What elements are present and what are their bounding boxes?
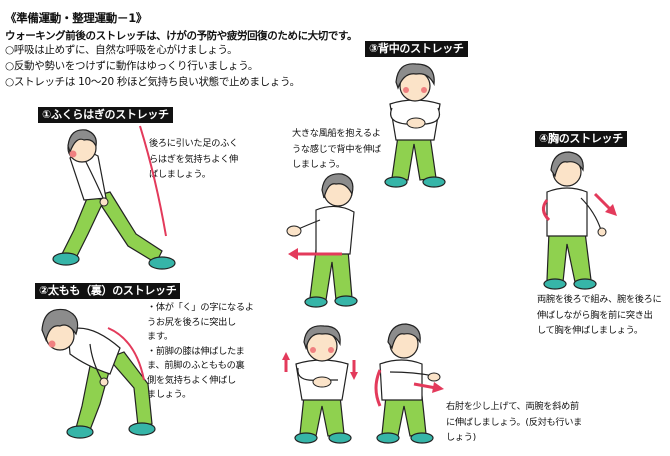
desc-line: ましょう。 — [147, 389, 191, 400]
back-stretch-side-illustration — [286, 173, 358, 308]
desc-line: うお尻を後ろに突出し — [147, 316, 236, 328]
chest-stretch-illustration — [542, 151, 617, 290]
bullet-3: ○ストレッチは 10～20 秒ほど気持ち良い状態で止めましょう。 — [5, 76, 300, 88]
desc-line: して胸を伸ばしましょう。 — [537, 325, 643, 336]
back-stretch-front-illustration — [384, 63, 446, 188]
shoulder-stretch-side-illustration — [374, 323, 444, 444]
desc-line: うな感じで背中を伸ば — [292, 143, 381, 155]
desc-line: 大きな風船を抱えるよ — [292, 128, 381, 139]
chest-stretch-description: 両腕を後ろで組み、腕を後ろに 伸ばしながら胸を前に突き出 して胸を伸ばしましょう… — [537, 292, 662, 339]
page-title: 《準備運動・整理運動－1》 — [5, 11, 148, 25]
thigh-stretch-illustration — [41, 308, 156, 439]
bullet-1: ○呼吸は止めずに、自然な呼吸を心がけましょう。 — [5, 44, 238, 56]
desc-line: 伸ばしながら胸を前に突き出 — [537, 309, 653, 321]
desc-line: 右肘を少し上げて、両腕を斜め前 — [446, 401, 579, 412]
calf-stretch-description: 後ろに引いた足のふく らはぎを気持ちよく伸 ばしましょう。 — [149, 136, 238, 183]
thigh-stretch-description: ・体が「く」の字になるよ うお尻を後ろに突出し ます。 ・前脚の膝は伸ばしたま … — [147, 301, 254, 403]
thigh-stretch-label: ②太もも（裏）のストレッチ — [35, 283, 181, 299]
calf-stretch-illustration — [52, 125, 176, 270]
chest-stretch-label: ④胸のストレッチ — [535, 131, 627, 147]
page-subtitle: ウォーキング前後のストレッチは、けがの予防や疲労回復のために大切です。 — [5, 30, 358, 42]
desc-line: しましょう。 — [292, 159, 345, 170]
back-stretch-label: ③背中のストレッチ — [365, 41, 468, 57]
desc-line: ま、前脚のふとももの裏 — [147, 360, 245, 371]
desc-line: 側を気持ちよく伸ばし — [147, 374, 236, 386]
desc-line: 両腕を後ろで組み、腕を後ろに — [537, 294, 662, 305]
bullet-2: ○反動や勢いをつけずに動作はゆっくり行いましょう。 — [5, 60, 259, 72]
desc-line: らはぎを気持ちよく伸 — [149, 153, 238, 165]
desc-line: 後ろに引いた足のふく — [149, 138, 238, 149]
desc-line: ばしましょう。 — [149, 169, 211, 180]
calf-stretch-label: ①ふくらはぎのストレッチ — [38, 107, 173, 123]
shoulder-stretch-description: 右肘を少し上げて、両腕を斜め前 に伸ばしましょう。(反対も行いま しょう) — [446, 399, 582, 446]
desc-line: に伸ばしましょう。(反対も行いま — [446, 416, 583, 428]
desc-line: ・体が「く」の字になるよ — [147, 302, 254, 313]
back-stretch-description: 大きな風船を抱えるよ うな感じで背中を伸ば しましょう。 — [292, 126, 381, 173]
desc-line: ・前脚の膝は伸ばしたま — [147, 345, 245, 357]
desc-line: ます。 — [147, 331, 173, 342]
desc-line: しょう) — [446, 432, 476, 443]
shoulder-stretch-front-illustration — [282, 325, 358, 444]
